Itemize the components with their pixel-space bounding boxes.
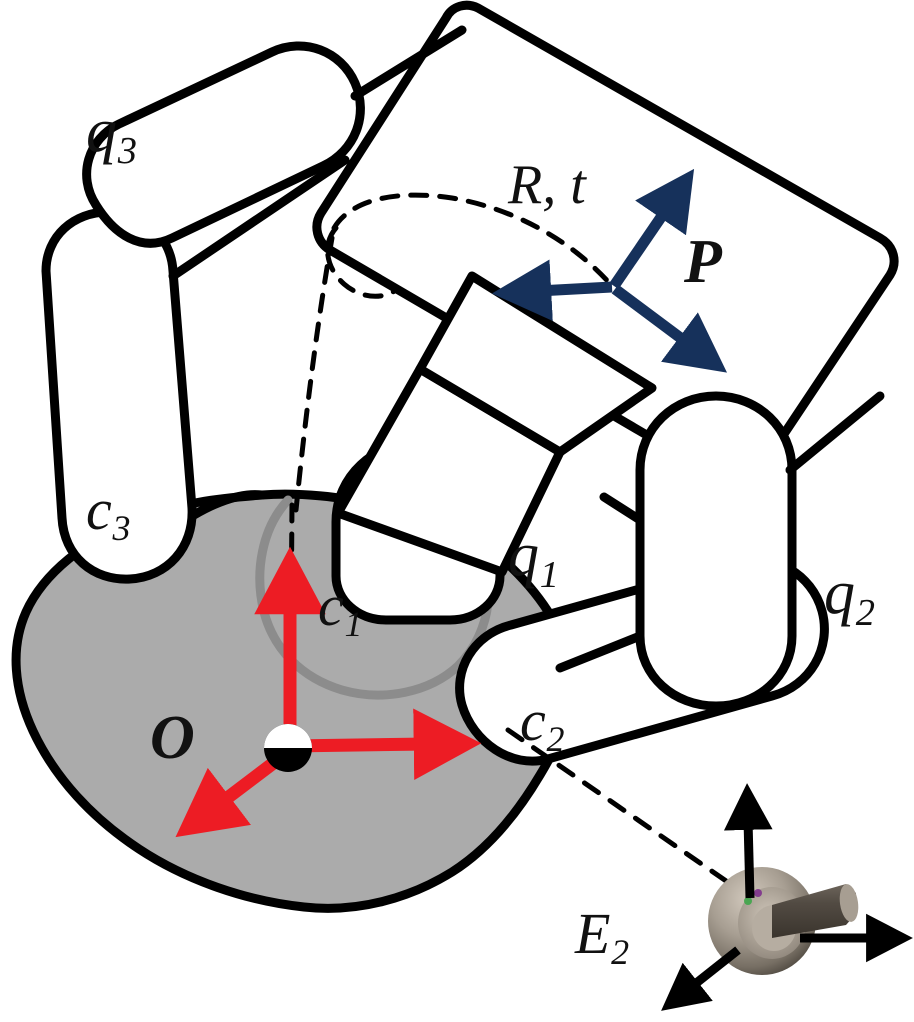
effector-peg-cap (839, 884, 859, 922)
label-q2-base: q (824, 559, 855, 627)
p-axis-left (491, 259, 613, 322)
thumb-to-palm-connector (350, 25, 467, 101)
label-c3: c3 (86, 481, 130, 546)
label-c1-sub: 1 (344, 603, 363, 644)
label-q3-sub: 3 (117, 129, 137, 172)
o-axis-right (289, 708, 482, 780)
label-q1-sub: 1 (539, 553, 559, 596)
label-c2: c2 (520, 692, 564, 757)
thumb-joint-hidden-arc (325, 225, 399, 299)
label-c2-base: c (520, 688, 546, 753)
label-e2-base: E (575, 901, 611, 966)
label-q3: q3 (86, 97, 137, 170)
label-palm-frame: P (684, 231, 722, 293)
effector-speck-purple (754, 889, 762, 897)
c1-leader-dashed (293, 235, 335, 513)
label-q3-base: q (86, 97, 117, 165)
label-origin: O (150, 707, 195, 769)
dashed-construction-lines (287, 192, 745, 895)
thumb-proximal-link (82, 41, 365, 248)
label-c1-base: c (318, 573, 344, 638)
label-c1: c1 (318, 577, 362, 642)
end-effector-render (661, 783, 913, 1011)
finger-thumb (41, 25, 467, 584)
palm-arc-dashed (331, 192, 615, 289)
effector-speck-green (744, 897, 752, 905)
label-e2-sub: 2 (611, 931, 630, 972)
frame-object-origin (175, 546, 482, 838)
label-palm-frame-base: P (684, 228, 722, 296)
c2-to-e2-leader-dashed (505, 727, 745, 895)
label-transform: R, t (508, 157, 586, 213)
finger-middle (455, 391, 885, 766)
origin-marker (264, 724, 312, 772)
label-q1-base: q (508, 521, 539, 589)
middle-proximal-link (635, 391, 797, 711)
label-q2-sub: 2 (855, 591, 875, 634)
middle-to-palm-connector (785, 391, 885, 475)
label-c3-base: c (86, 477, 112, 542)
label-e2: E2 (575, 905, 629, 970)
thumb-distal-link (41, 207, 197, 584)
index-proximal-link (415, 271, 657, 457)
frame-palm (491, 168, 728, 373)
middle-lower-crease (555, 631, 645, 673)
label-c2-sub: 2 (546, 718, 565, 759)
middle-joint-crease (599, 492, 645, 525)
label-q2: q2 (824, 559, 875, 632)
label-transform-base: R, t (508, 154, 586, 216)
label-c3-sub: 3 (112, 507, 131, 548)
thumb-joint-crease (168, 155, 350, 281)
finger-index (331, 271, 657, 625)
p-axis-up-right (609, 168, 695, 290)
effector-peg (772, 884, 856, 938)
e2-axis-up (723, 783, 773, 899)
e2-axis-down-left (661, 946, 741, 1011)
p-axis-down-right (611, 284, 728, 373)
label-q1: q1 (508, 521, 559, 594)
label-origin-base: O (150, 704, 195, 772)
